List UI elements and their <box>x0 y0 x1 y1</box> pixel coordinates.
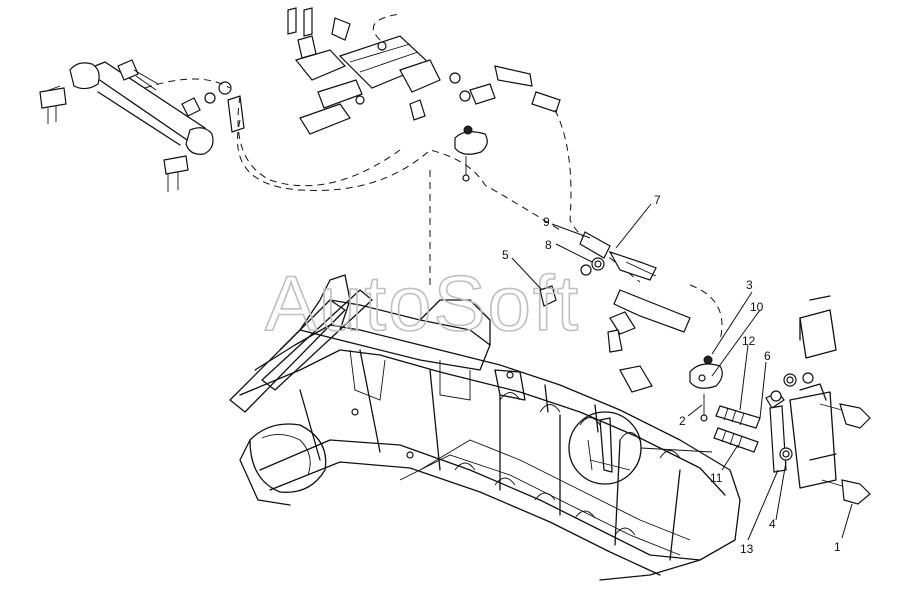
callout-6: 6 <box>764 349 771 363</box>
frame-chassis <box>229 274 741 581</box>
callout-9: 9 <box>543 215 550 229</box>
callout-labels: 1 2 3 4 5 6 7 8 9 10 11 12 13 <box>502 193 841 556</box>
bracket-plates <box>789 295 871 505</box>
callout-7: 7 <box>654 193 661 207</box>
fittings-group-7-9 <box>539 231 691 393</box>
callout-10: 10 <box>750 300 764 314</box>
callout-13: 13 <box>740 542 754 556</box>
callout-12: 12 <box>742 334 756 348</box>
hydraulic-cylinder <box>39 59 214 192</box>
callout-4: 4 <box>769 517 776 531</box>
callout-8: 8 <box>545 238 552 252</box>
callout-1: 1 <box>834 540 841 554</box>
detail-callout-circle <box>568 411 713 485</box>
hose-fittings-upper <box>204 7 561 182</box>
callout-3: 3 <box>746 278 753 292</box>
callout-2: 2 <box>679 414 686 428</box>
callout-11: 11 <box>710 471 723 485</box>
clamp-group-2-3-10 <box>689 355 723 422</box>
leader-lines <box>511 203 853 541</box>
callout-5: 5 <box>502 248 509 262</box>
gas-strut-group <box>713 372 814 473</box>
watermark: AutoSoft <box>265 259 580 347</box>
